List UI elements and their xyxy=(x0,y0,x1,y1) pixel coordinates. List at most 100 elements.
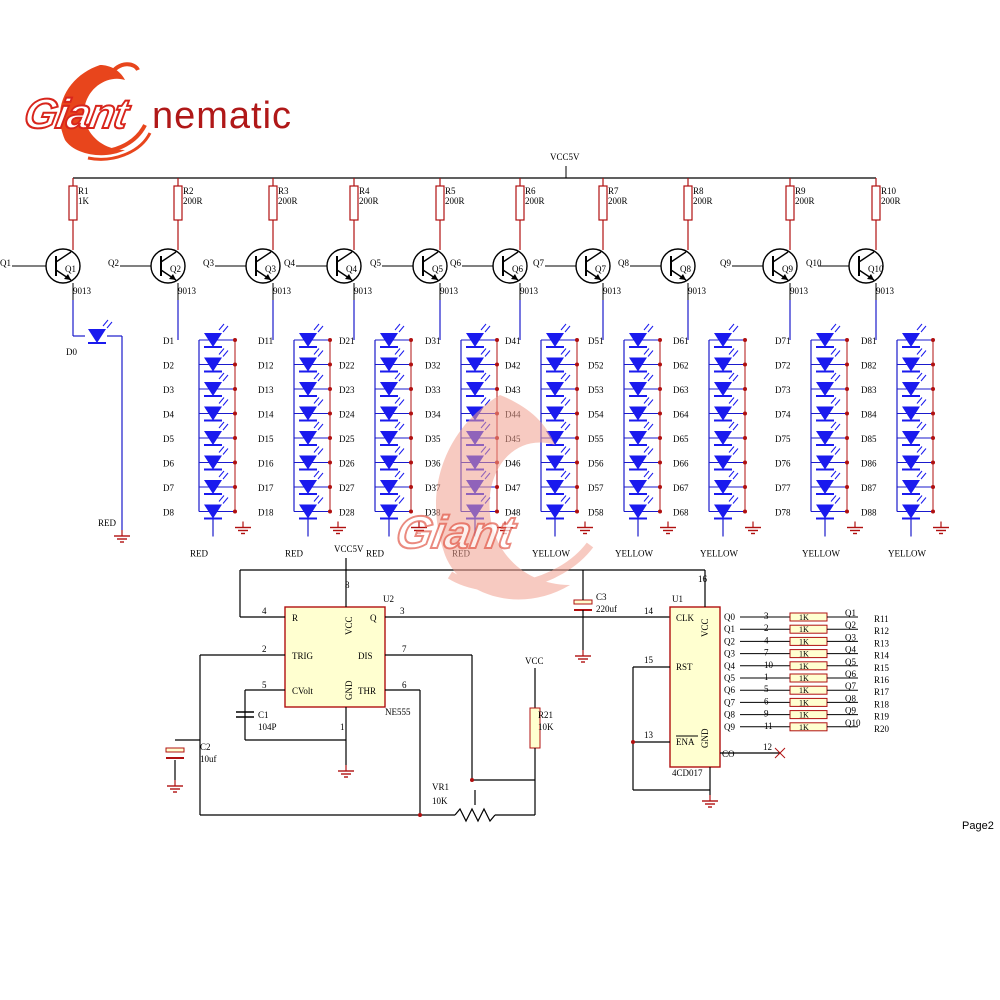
resistor-value: 1K xyxy=(799,723,809,732)
diode-ref: D43 xyxy=(505,385,521,395)
led-icon xyxy=(816,446,841,471)
led-ray xyxy=(394,397,401,404)
led-triangle xyxy=(380,382,398,396)
resistor-ref: R15 xyxy=(874,663,890,673)
diode-ref: D62 xyxy=(673,361,689,371)
led-triangle xyxy=(204,431,222,445)
led-icon xyxy=(902,348,927,373)
junction-dot xyxy=(845,387,849,391)
led-triangle xyxy=(546,382,564,396)
led-icon xyxy=(546,397,571,422)
ground-icon xyxy=(114,530,130,543)
pin-label: R xyxy=(292,613,298,623)
led-ray xyxy=(920,472,927,480)
pin-number: 16 xyxy=(698,574,708,584)
diode-ref: D72 xyxy=(775,361,791,371)
led-ray xyxy=(394,323,401,331)
led-icon xyxy=(902,372,927,397)
led-icon xyxy=(546,421,571,446)
ground-icon xyxy=(933,521,949,535)
led-ray xyxy=(484,399,491,406)
pin-number: 15 xyxy=(644,655,654,665)
stage-7: R7200RQ79013Q7D51D52D53D54D55D56D57D58YE… xyxy=(533,178,676,559)
transistor-model: 9013 xyxy=(790,286,809,296)
resistor-value: 1K xyxy=(799,637,809,646)
input-net-label: Q8 xyxy=(618,258,629,268)
color-label: RED xyxy=(285,549,304,559)
color-label: RED xyxy=(366,549,385,559)
led-ray xyxy=(218,470,225,478)
transistor-collector xyxy=(670,251,687,263)
junction-dot xyxy=(495,362,499,367)
led-ray xyxy=(313,348,320,355)
junction-dot xyxy=(575,411,579,416)
led-ray xyxy=(317,448,324,455)
resistor-ref: R5 xyxy=(445,186,456,196)
led-icon xyxy=(816,495,841,520)
led-icon xyxy=(546,446,571,471)
page-number: Page2 xyxy=(962,820,994,832)
diode-ref: D22 xyxy=(339,361,355,371)
resistor-ref: R1 xyxy=(78,186,89,196)
led-triangle xyxy=(204,406,222,421)
led-ray xyxy=(916,397,923,404)
diode-ref: D23 xyxy=(339,385,355,395)
led-icon xyxy=(714,372,739,397)
led-triangle xyxy=(902,406,920,421)
junction-dot xyxy=(743,436,747,440)
junction-dot xyxy=(743,460,747,465)
diode-ref: D65 xyxy=(673,434,689,444)
junction-dot xyxy=(845,509,849,514)
pin-number: 4 xyxy=(262,606,267,616)
led-icon xyxy=(466,348,491,373)
junction-dot xyxy=(658,338,662,342)
led-ray xyxy=(560,470,567,478)
resistor-ref: R11 xyxy=(874,614,889,624)
npn-transistor-icon xyxy=(660,248,696,284)
led-ray xyxy=(317,350,324,357)
led-ray xyxy=(480,348,487,355)
junction-dot xyxy=(658,387,662,391)
led-triangle xyxy=(299,406,317,421)
resistor-body xyxy=(515,185,525,221)
led-triangle xyxy=(546,333,564,347)
transistor-arrow xyxy=(679,274,686,280)
resistor-ref: R16 xyxy=(874,675,890,685)
cd4017-part: 4CD017 xyxy=(672,768,703,778)
c2-ref: C2 xyxy=(200,742,211,752)
led-icon xyxy=(466,323,491,348)
logo-suffix-text: nematic xyxy=(152,95,293,137)
led-ray xyxy=(564,448,571,455)
input-net-label: Q10 xyxy=(806,258,822,268)
diode-ref: D26 xyxy=(339,459,355,469)
pin-number: 14 xyxy=(644,606,654,616)
led-ray xyxy=(647,399,654,406)
junction-dot xyxy=(328,436,332,440)
diode-ref: D32 xyxy=(425,361,441,371)
resistor-value: 1K xyxy=(799,674,809,683)
vcc-label-top: VCC5V xyxy=(550,152,580,162)
pin-label: Q3 xyxy=(724,649,735,659)
led-icon xyxy=(714,323,739,348)
led-icon xyxy=(204,421,229,446)
led-ray xyxy=(480,323,487,331)
junction-dot xyxy=(931,338,935,342)
transistor-model: 9013 xyxy=(440,286,459,296)
led-ray xyxy=(398,423,405,431)
led-ray xyxy=(313,446,320,453)
led-triangle xyxy=(714,504,732,519)
color-label: YELLOW xyxy=(700,549,738,559)
diode-ref: D2 xyxy=(163,361,174,371)
led-icon xyxy=(902,495,927,520)
led-triangle xyxy=(204,480,222,494)
diode-ref: D88 xyxy=(861,508,877,518)
led-ray xyxy=(218,323,225,331)
npn-transistor-icon xyxy=(848,248,884,284)
diode-ref: D58 xyxy=(588,508,604,518)
stage-4: R4200RQ49013Q4D21D22D23D24D25D26D27D28RE… xyxy=(284,178,427,559)
junction-dot xyxy=(233,509,237,514)
transistor-model: 9013 xyxy=(73,286,92,296)
pin-number: 2 xyxy=(262,644,267,654)
